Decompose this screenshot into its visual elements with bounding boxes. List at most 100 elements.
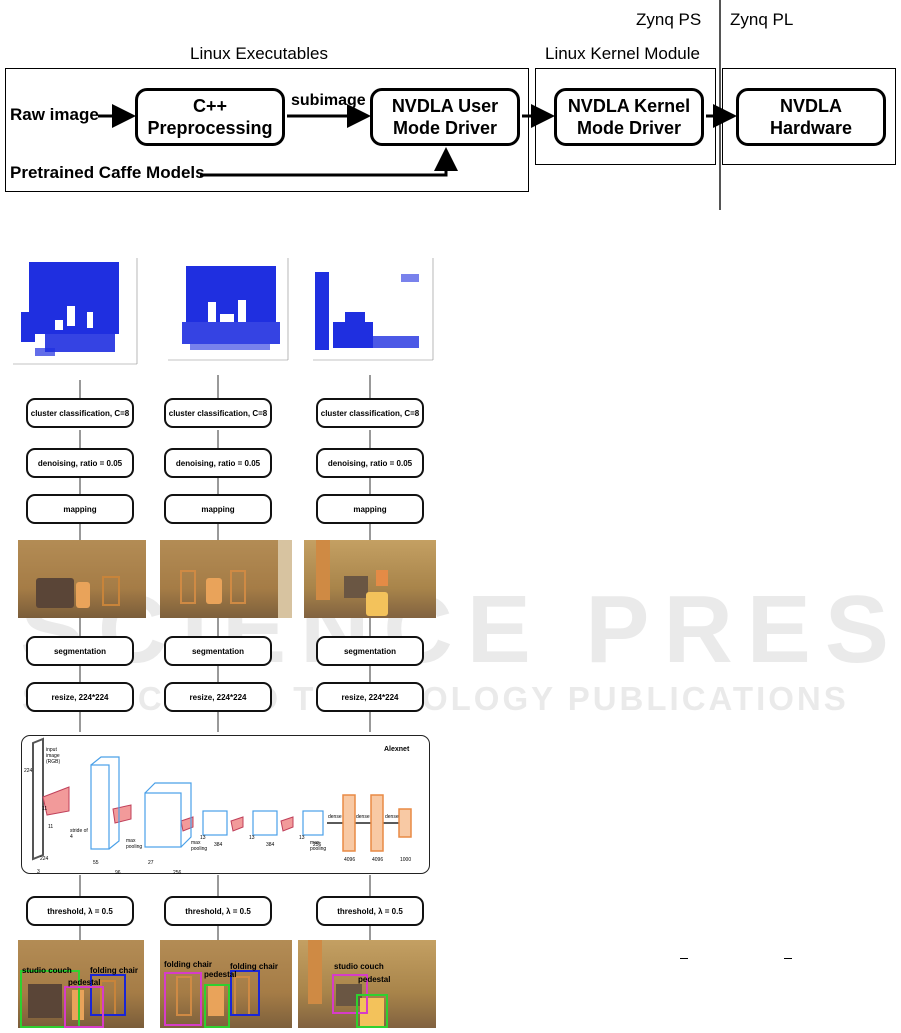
det-label-3b: pedestal xyxy=(358,975,391,984)
step-resize-2: resize, 224*224 xyxy=(164,682,272,712)
step-segmentation-2: segmentation xyxy=(164,636,272,666)
pipeline-lines xyxy=(79,375,371,940)
linux-kernel-module-label: Linux Kernel Module xyxy=(545,44,700,63)
alexnet-dim-13: 13 xyxy=(299,835,305,841)
alexnet-dim-9: 13 xyxy=(200,835,206,841)
alexnet-dim-5: 55 xyxy=(93,860,99,866)
alexnet-dense-label-3: dense xyxy=(385,814,399,820)
detection-photo-2 xyxy=(160,940,292,1028)
alexnet-dim-11: 13 xyxy=(249,835,255,841)
alexnet-kernel-5 xyxy=(280,816,294,832)
detection-photo-3 xyxy=(298,940,436,1028)
alexnet-dim-14: 256 xyxy=(313,842,322,848)
det-label-3a: studio couch xyxy=(334,962,384,971)
top-arrows xyxy=(98,104,737,177)
alexnet-title: Alexnet xyxy=(384,746,410,753)
alexnet-dim-3: 11 xyxy=(42,806,48,812)
alexnet-dim-10: 384 xyxy=(214,842,223,848)
alexnet-dim-6: 96 xyxy=(115,870,121,876)
user-driver-line2: Mode Driver xyxy=(392,118,497,138)
bbox-pedestal-1 xyxy=(64,986,104,1028)
bbox-pedestal-3 xyxy=(356,994,388,1028)
stray-mark-2 xyxy=(784,958,792,959)
step-denoise-1: denoising, ratio = 0.05 xyxy=(26,448,134,478)
linux-executables-label: Linux Executables xyxy=(190,44,328,63)
alexnet-frame xyxy=(21,735,430,874)
kernel-driver-line2: Mode Driver xyxy=(576,118,681,138)
step-mapping-3: mapping xyxy=(316,494,424,524)
alexnet-conv-2 xyxy=(144,792,182,848)
room-photo-3 xyxy=(304,540,436,618)
bbox-pedestal-2 xyxy=(204,984,230,1028)
alexnet-kernel-2 xyxy=(112,804,132,824)
step-denoise-3: denoising, ratio = 0.05 xyxy=(316,448,424,478)
detection-photo-1 xyxy=(18,940,144,1028)
alexnet-input-layer xyxy=(32,737,44,861)
hardware-line1: NVDLA xyxy=(779,96,842,116)
alexnet-dense-1 xyxy=(342,794,356,852)
bbox-couch-1 xyxy=(20,970,80,1028)
zynq-pl-label: Zynq PL xyxy=(730,10,794,29)
det-label-2a: folding chair xyxy=(164,960,212,969)
alexnet-dense-label-2: dense xyxy=(356,814,370,820)
stray-mark-1 xyxy=(680,958,688,959)
det-label-2b: folding chair xyxy=(230,962,278,971)
alexnet-conv-3 xyxy=(202,810,228,836)
det-label-1b: folding chair xyxy=(90,966,138,975)
pipeline-figure: cluster classification, C=8 denoising, r… xyxy=(0,250,445,1033)
alexnet-dim-0: 224 xyxy=(24,768,33,774)
det-label-2c: pedestal xyxy=(204,970,237,979)
point-cloud-1 xyxy=(13,258,138,365)
alexnet-maxpool-2: max pooling xyxy=(191,840,208,852)
step-threshold-3: threshold, λ = 0.5 xyxy=(316,896,424,926)
alexnet-dim-16: 4096 xyxy=(372,857,384,863)
alexnet-dense-3 xyxy=(398,808,412,838)
step-resize-1: resize, 224*224 xyxy=(26,682,134,712)
alexnet-stride-label: stride of 4 xyxy=(70,828,88,840)
alexnet-conv-4 xyxy=(252,810,278,836)
preprocessing-line1: C++ xyxy=(192,96,228,116)
raw-image-label: Raw image xyxy=(10,105,99,124)
kernel-driver-line1: NVDLA Kernel xyxy=(567,96,691,116)
pretrained-models-label: Pretrained Caffe Models xyxy=(10,163,205,182)
det-label-1a: studio couch xyxy=(22,966,72,975)
bbox-chair-2a xyxy=(164,972,202,1026)
zynq-ps-label: Zynq PS xyxy=(636,10,702,29)
alexnet-dim-8: 256 xyxy=(173,870,182,876)
alexnet-conv-1 xyxy=(90,764,110,850)
step-threshold-2: threshold, λ = 0.5 xyxy=(164,896,272,926)
det-label-1c: pedestal xyxy=(68,978,101,987)
alexnet-conv-5 xyxy=(302,810,324,836)
alexnet-maxpool-3: max pooling xyxy=(310,840,327,852)
preprocessing-box: C++Preprocessing xyxy=(135,88,285,146)
alexnet-dim-12: 384 xyxy=(266,842,275,848)
step-cluster-1: cluster classification, C=8 xyxy=(26,398,134,428)
alexnet-dim-7: 27 xyxy=(148,860,154,866)
hardware-line2: Hardware xyxy=(769,118,853,138)
alexnet-input-label: input image (RGB) xyxy=(46,747,61,765)
alexnet-maxpool-1: max pooling xyxy=(126,838,143,850)
alexnet-dim-15: 4096 xyxy=(344,857,356,863)
point-cloud-2 xyxy=(168,258,289,361)
step-cluster-2: cluster classification, C=8 xyxy=(164,398,272,428)
point-cloud-3 xyxy=(313,258,434,361)
bbox-chair-2b xyxy=(230,970,260,1016)
alexnet-kernel-3 xyxy=(180,816,194,832)
alexnet-dim-1: 224 xyxy=(40,856,49,862)
user-driver-line1: NVDLA User xyxy=(391,96,499,116)
step-segmentation-3: segmentation xyxy=(316,636,424,666)
alexnet-dense-2 xyxy=(370,794,384,852)
alexnet-kernel-4 xyxy=(230,816,244,832)
step-cluster-3: cluster classification, C=8 xyxy=(316,398,424,428)
alexnet-dim-17: 1000 xyxy=(400,857,412,863)
step-mapping-1: mapping xyxy=(26,494,134,524)
bbox-chair-1 xyxy=(90,974,126,1016)
linux-executables-frame xyxy=(5,68,529,192)
step-mapping-2: mapping xyxy=(164,494,272,524)
alexnet-kernel-1 xyxy=(42,786,70,816)
step-resize-3: resize, 224*224 xyxy=(316,682,424,712)
preprocessing-line2: Preprocessing xyxy=(147,118,273,138)
step-segmentation-1: segmentation xyxy=(26,636,134,666)
